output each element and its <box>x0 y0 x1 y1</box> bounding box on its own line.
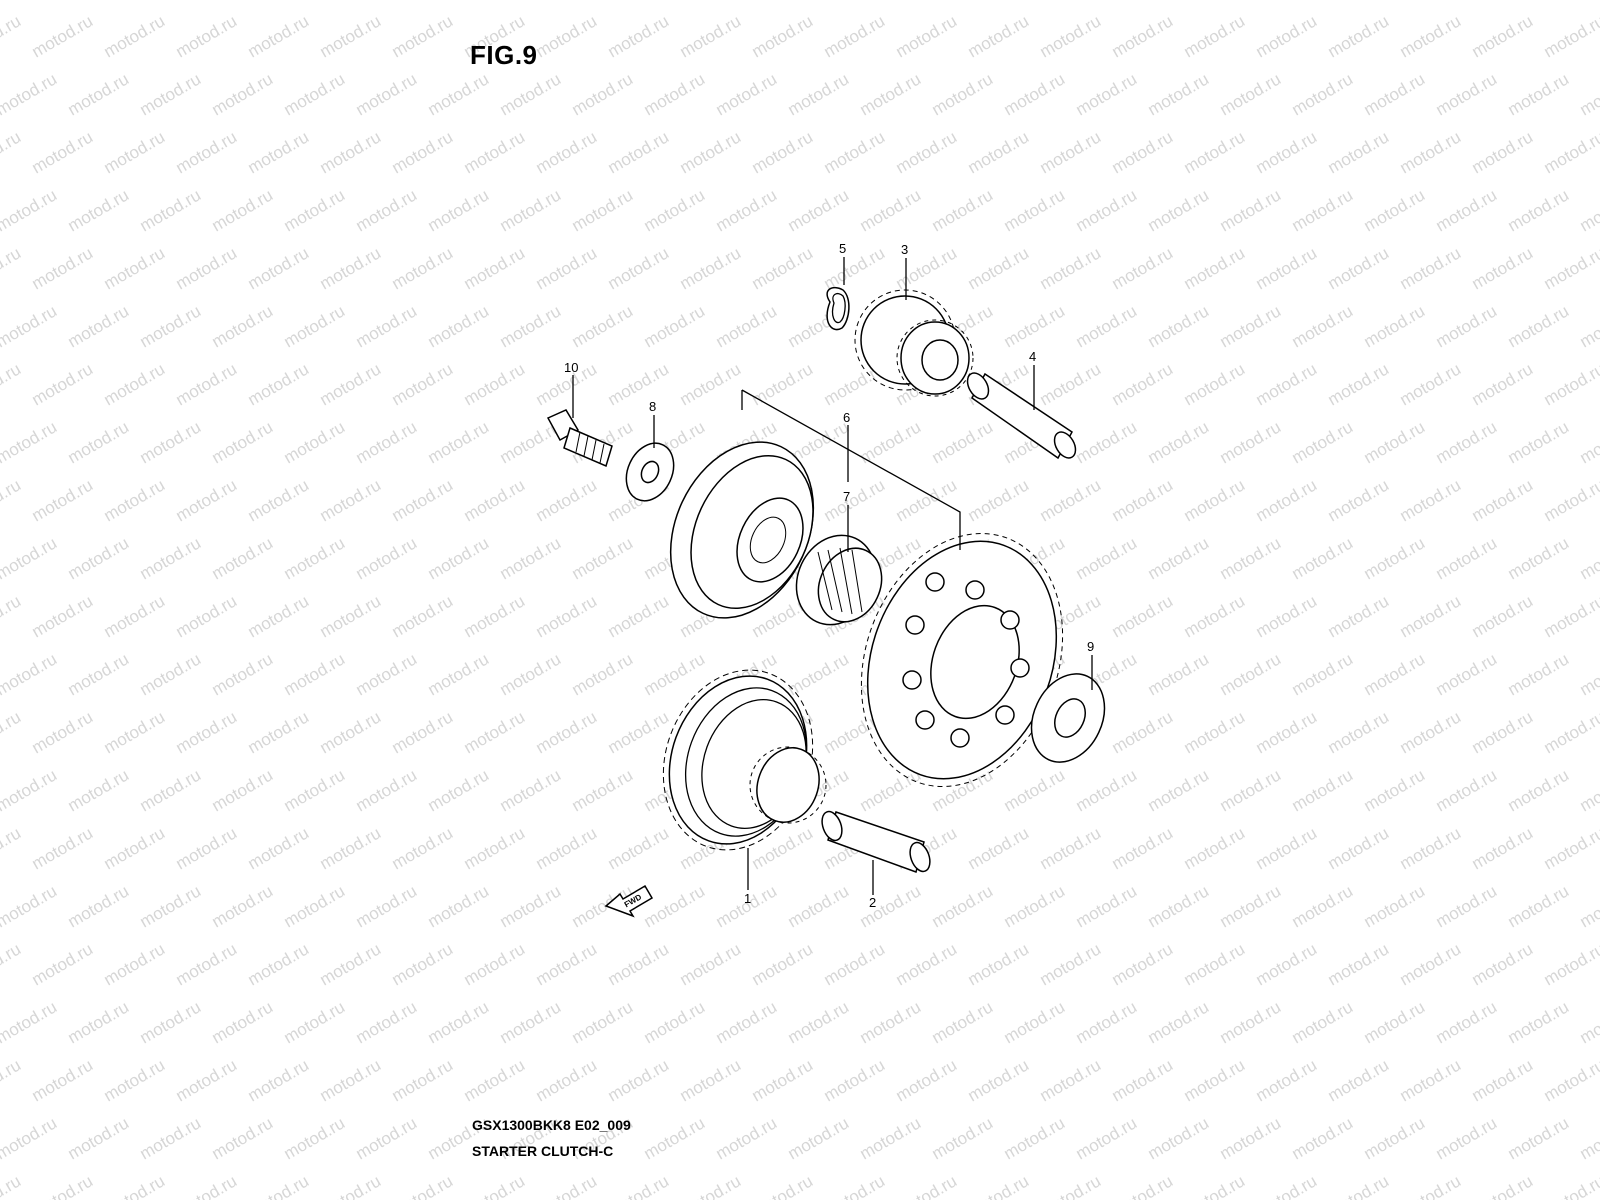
drawing-code: GSX1300BKK8 E02_009 <box>472 1117 631 1133</box>
callout-labels: 5 3 4 10 8 6 7 9 1 2 <box>564 241 1094 910</box>
callout-8: 8 <box>649 399 656 414</box>
part-9-thrust-washer <box>1030 673 1106 763</box>
callout-9: 9 <box>1087 639 1094 654</box>
part-1-starter-clutch <box>662 669 827 851</box>
fwd-arrow-icon: FWD <box>604 884 654 918</box>
part-4-shaft <box>966 372 1077 460</box>
assembly-bracket <box>741 389 961 550</box>
part-7-needle-bearing <box>795 534 883 626</box>
callout-10: 10 <box>564 360 578 375</box>
callout-6: 6 <box>843 410 850 425</box>
drawing-title: STARTER CLUTCH-C <box>472 1143 614 1159</box>
part-5-circlip <box>826 286 850 331</box>
callout-7: 7 <box>843 489 850 504</box>
part-10-bolt <box>546 409 613 468</box>
callout-2: 2 <box>869 895 876 910</box>
part-3-idle-gear <box>854 289 974 397</box>
leader-lines <box>572 257 1093 895</box>
callout-1: 1 <box>744 891 751 906</box>
part-6-one-way-clutch <box>669 441 815 619</box>
part-8-washer <box>625 442 675 502</box>
callout-5: 5 <box>839 241 846 256</box>
callout-4: 4 <box>1029 349 1036 364</box>
watermark-text: motod.ru <box>1577 0 1600 3</box>
part-2-shaft <box>821 810 931 873</box>
starter-driven-gear <box>860 533 1064 787</box>
callout-3: 3 <box>901 242 908 257</box>
figure-label: FIG.9 <box>470 40 538 70</box>
